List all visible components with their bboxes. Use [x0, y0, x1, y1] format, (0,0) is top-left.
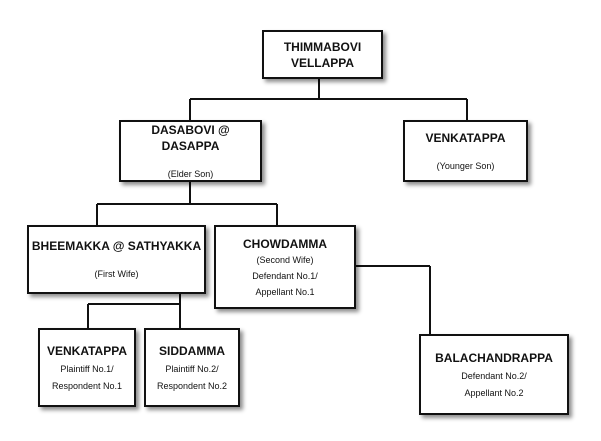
node-younger-son: VENKATAPPA (Younger Son)	[403, 120, 528, 182]
node-second-wife-role: (Second Wife)	[256, 254, 314, 265]
node-elder-son-name: DASABOVI @ DASAPPA	[151, 122, 230, 153]
node-first-wife-name: BHEEMAKKA @ SATHYAKKA	[31, 239, 202, 253]
node-venkatappa-name: VENKATAPPA	[46, 343, 127, 358]
node-first-wife: BHEEMAKKA @ SATHYAKKA (First Wife)	[27, 225, 206, 294]
node-balachandrappa-line1: Defendant No.2/	[461, 370, 527, 381]
node-balachandrappa-name: BALACHANDRAPPA	[435, 350, 553, 365]
node-second-wife-line1: Defendant No.1/	[252, 270, 318, 281]
node-second-wife-name: CHOWDAMMA	[243, 236, 327, 251]
node-younger-son-role: (Younger Son)	[436, 160, 495, 171]
node-elder-son-role: (Elder Son)	[167, 168, 214, 179]
node-younger-son-name: VENKATAPPA	[425, 130, 506, 145]
node-second-wife: CHOWDAMMA (Second Wife) Defendant No.1/ …	[214, 225, 356, 309]
node-child-venkatappa: VENKATAPPA Plaintiff No.1/ Respondent No…	[38, 328, 136, 407]
node-child-balachandrappa: BALACHANDRAPPA Defendant No.2/ Appellant…	[419, 334, 569, 415]
node-second-wife-line2: Appellant No.1	[255, 286, 315, 297]
node-balachandrappa-line2: Appellant No.2	[464, 387, 524, 398]
node-child-siddamma: SIDDAMMA Plaintiff No.2/ Respondent No.2	[144, 328, 240, 407]
node-first-wife-role: (First Wife)	[94, 269, 139, 279]
node-siddamma-line1: Plaintiff No.2/	[165, 363, 219, 374]
node-venkatappa-line1: Plaintiff No.1/	[60, 363, 114, 374]
node-root-name: THIMMABOVI VELLAPPA	[283, 39, 362, 70]
node-root: THIMMABOVI VELLAPPA	[262, 30, 383, 79]
node-elder-son: DASABOVI @ DASAPPA (Elder Son)	[119, 120, 262, 182]
node-siddamma-name: SIDDAMMA	[159, 343, 225, 358]
node-venkatappa-line2: Respondent No.1	[51, 380, 123, 391]
node-siddamma-line2: Respondent No.2	[156, 380, 228, 391]
